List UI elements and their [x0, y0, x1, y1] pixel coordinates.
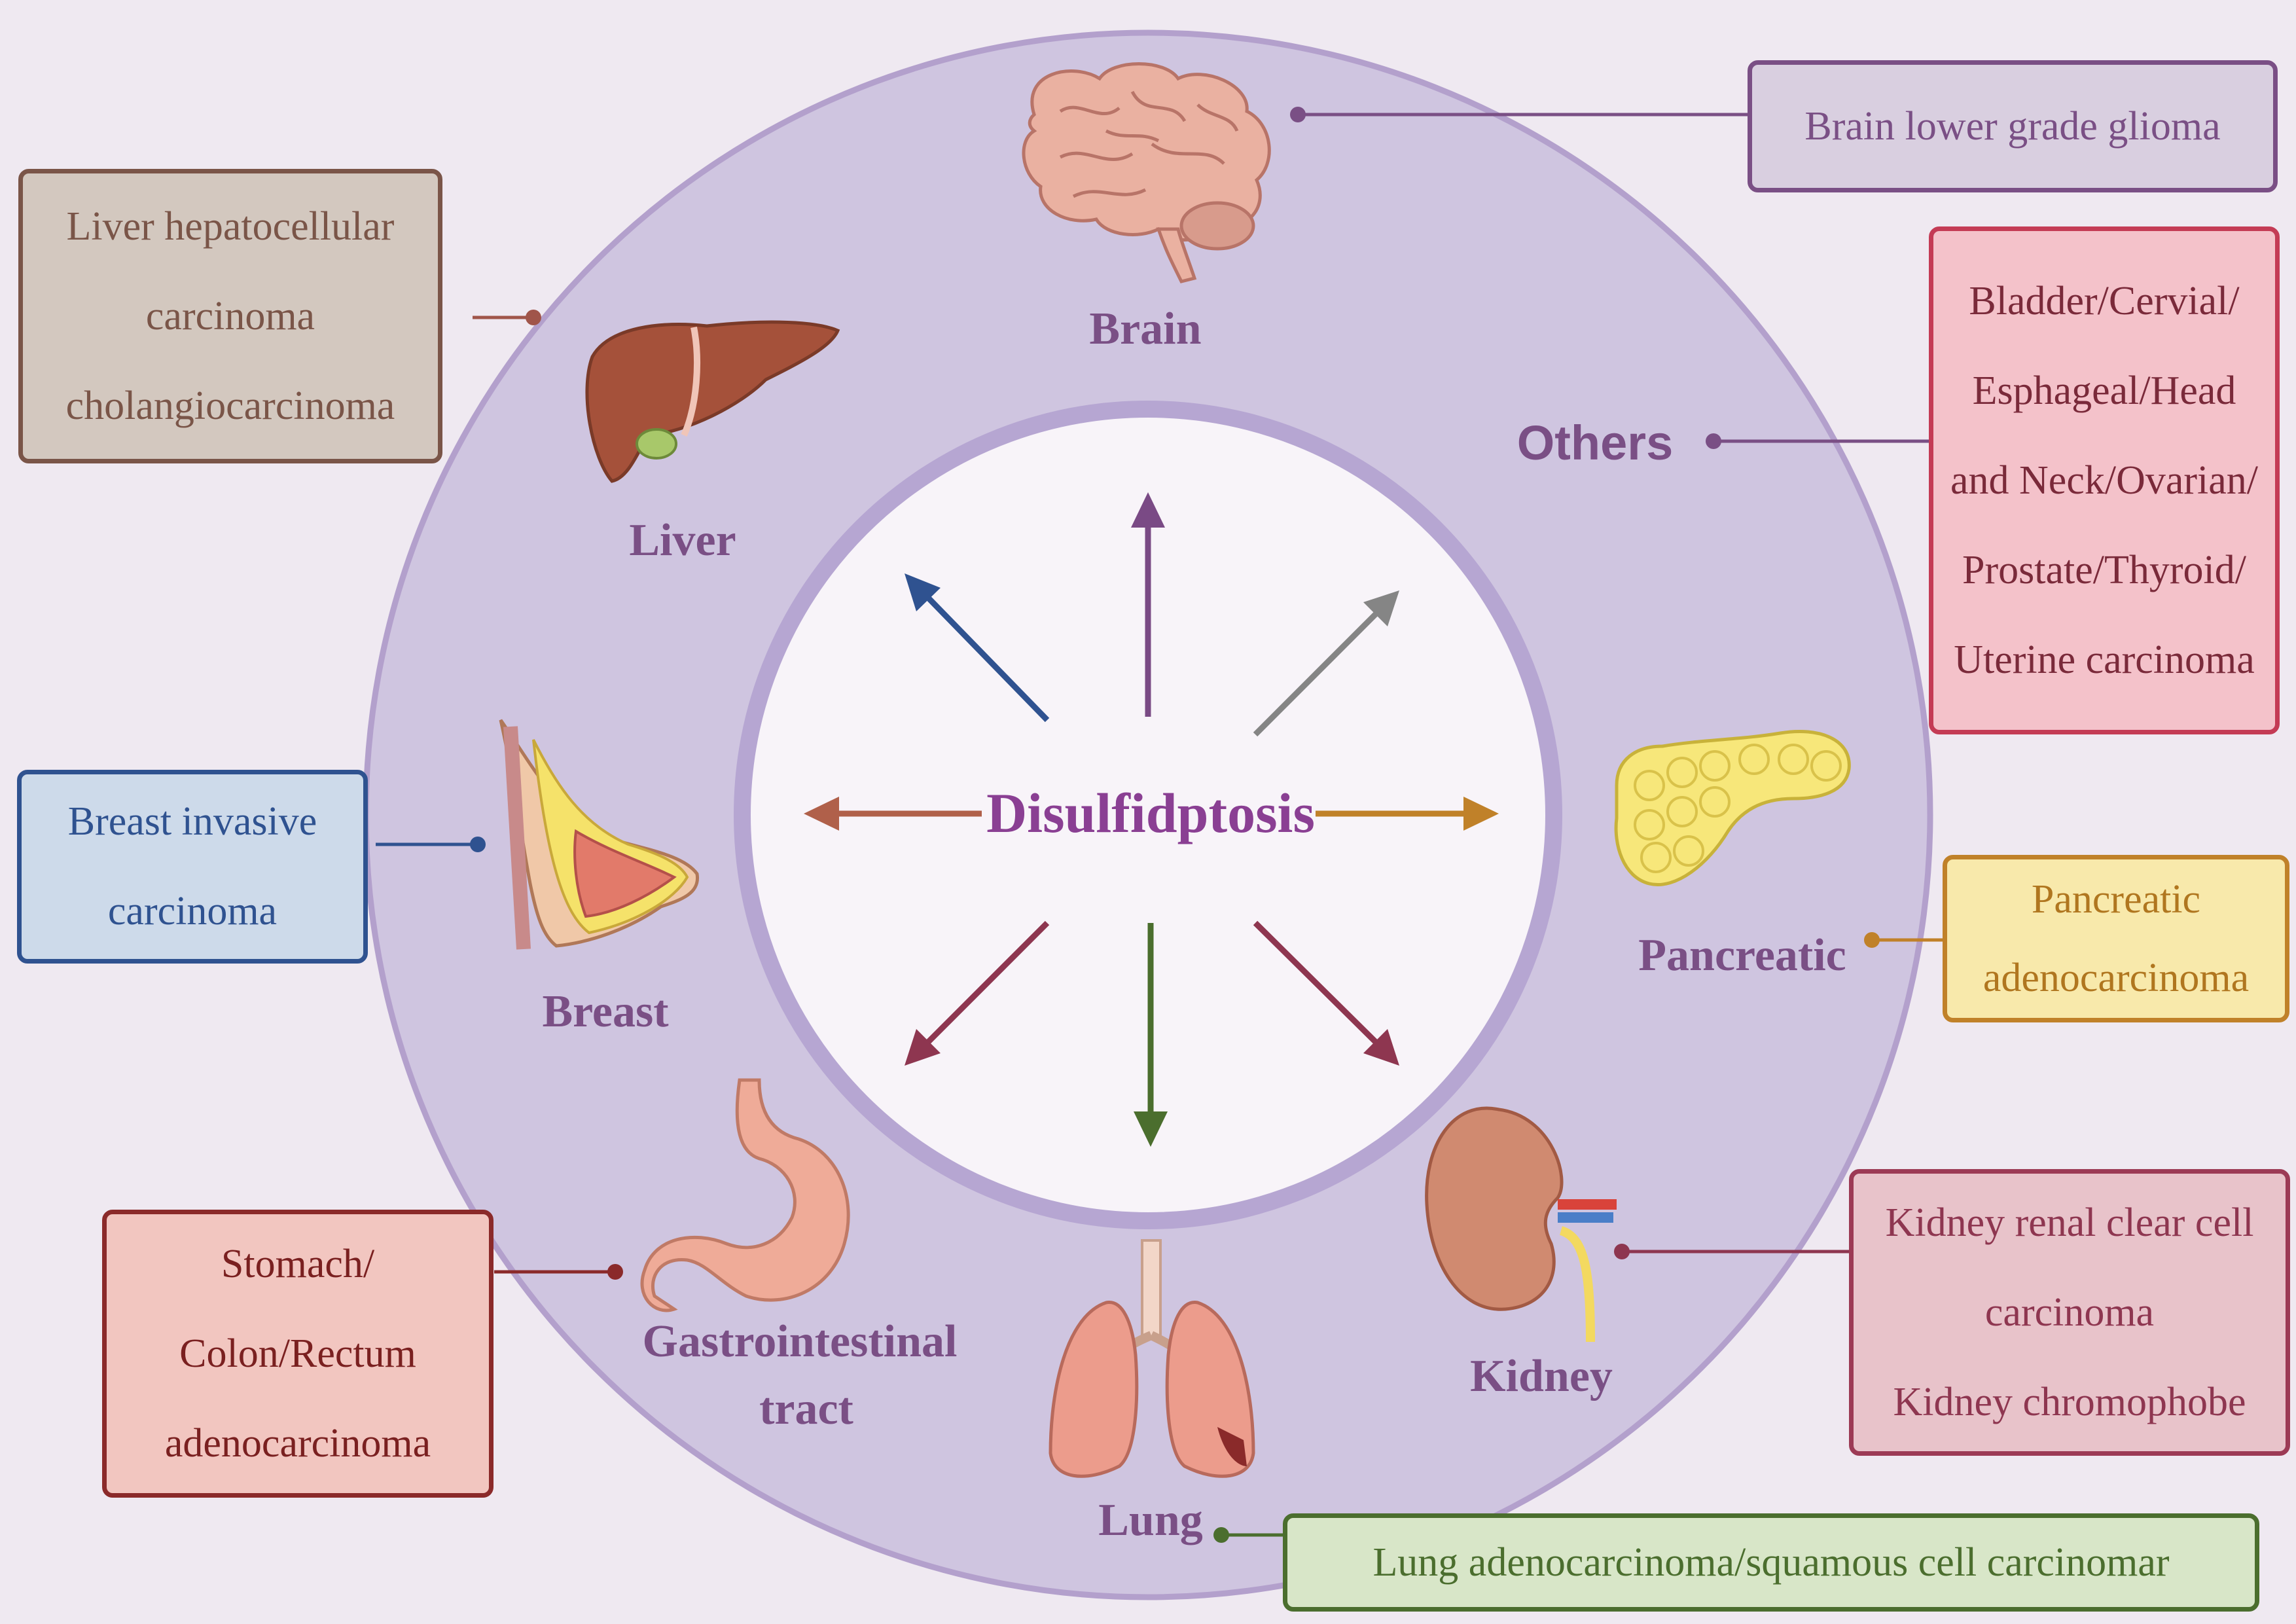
- pancreas-icon: [1614, 729, 1851, 886]
- arrow-up-left: [905, 573, 1050, 723]
- arrow-left: [804, 797, 982, 831]
- box-kidney-line-1: Kidney renal clear cell: [1885, 1200, 2254, 1245]
- organ-label-gi-line2: tract: [759, 1384, 853, 1434]
- box-liver-line-3: cholangiocarcinoma: [65, 383, 395, 428]
- box-liver-line-1: Liver hepatocellular: [66, 204, 395, 249]
- liver-icon: [585, 320, 840, 483]
- center-title: Disulfidptosis: [986, 782, 1315, 844]
- box-kidney-line-3: Kidney chromophobe: [1893, 1379, 2246, 1424]
- box-liver: Liver hepatocellular carcinoma cholangio…: [18, 169, 442, 463]
- organ-label-liver: Liver: [629, 515, 736, 566]
- organ-label-brain: Brain: [1089, 304, 1201, 354]
- box-pancreatic-line-1: Pancreatic: [2031, 877, 2201, 922]
- box-others-line-3: and Neck/Ovarian/: [1950, 458, 2258, 503]
- organ-label-others: Others: [1517, 416, 1674, 470]
- box-kidney: Kidney renal clear cell carcinoma Kidney…: [1849, 1169, 2290, 1456]
- box-pancreatic: Pancreatic adenocarcinoma: [1943, 855, 2289, 1022]
- box-others-line-4: Prostate/Thyroid/: [1962, 547, 2246, 592]
- box-gi-line-1: Stomach/: [221, 1241, 375, 1286]
- kidney-icon: [1425, 1106, 1617, 1343]
- brain-icon: [1022, 62, 1271, 283]
- arrow-up: [1131, 492, 1165, 717]
- organ-label-pancreatic: Pancreatic: [1638, 930, 1846, 981]
- box-gi: Stomach/ Colon/Rectum adenocarcinoma: [102, 1210, 493, 1498]
- box-lung: Lung adenocarcinoma/squamous cell carcin…: [1283, 1513, 2259, 1612]
- lung-icon: [1049, 1239, 1255, 1478]
- breast-icon: [499, 719, 699, 950]
- organ-label-lung: Lung: [1098, 1495, 1203, 1545]
- connectors: [376, 107, 1943, 1543]
- arrow-up-right: [1253, 590, 1399, 737]
- box-others-line-2: Esphageal/Head: [1972, 368, 2236, 413]
- box-breast-line-1: Breast invasive: [67, 799, 317, 844]
- box-lung-line: Lung adenocarcinoma/squamous cell carcin…: [1372, 1540, 2170, 1585]
- box-brain: Brain lower grade glioma: [1748, 60, 2278, 192]
- arrows: [804, 492, 1499, 1147]
- stomach-icon: [640, 1078, 850, 1312]
- arrow-right: [1316, 797, 1499, 831]
- box-gi-line-3: adenocarcinoma: [164, 1420, 431, 1466]
- box-pancreatic-line-2: adenocarcinoma: [1982, 956, 2250, 1000]
- arrow-down-left: [905, 920, 1050, 1066]
- box-brain-line: Brain lower grade glioma: [1804, 103, 2221, 149]
- box-others: Bladder/Cervial/ Esphageal/Head and Neck…: [1929, 226, 2280, 734]
- arrow-down-right: [1253, 920, 1399, 1066]
- organ-label-gi-line1: Gastrointestinal: [643, 1316, 958, 1367]
- box-liver-line-2: carcinoma: [145, 293, 315, 338]
- box-others-line-5: Uterine carcinoma: [1954, 637, 2255, 682]
- organ-label-kidney: Kidney: [1470, 1351, 1613, 1401]
- box-kidney-line-2: carcinoma: [1984, 1290, 2155, 1335]
- box-others-line-1: Bladder/Cervial/: [1969, 278, 2240, 323]
- box-breast: Breast invasive carcinoma: [17, 770, 368, 964]
- arrow-down: [1134, 923, 1168, 1147]
- box-gi-line-2: Colon/Rectum: [179, 1331, 416, 1376]
- organ-label-breast: Breast: [542, 986, 668, 1037]
- box-breast-line-2: carcinoma: [107, 889, 278, 933]
